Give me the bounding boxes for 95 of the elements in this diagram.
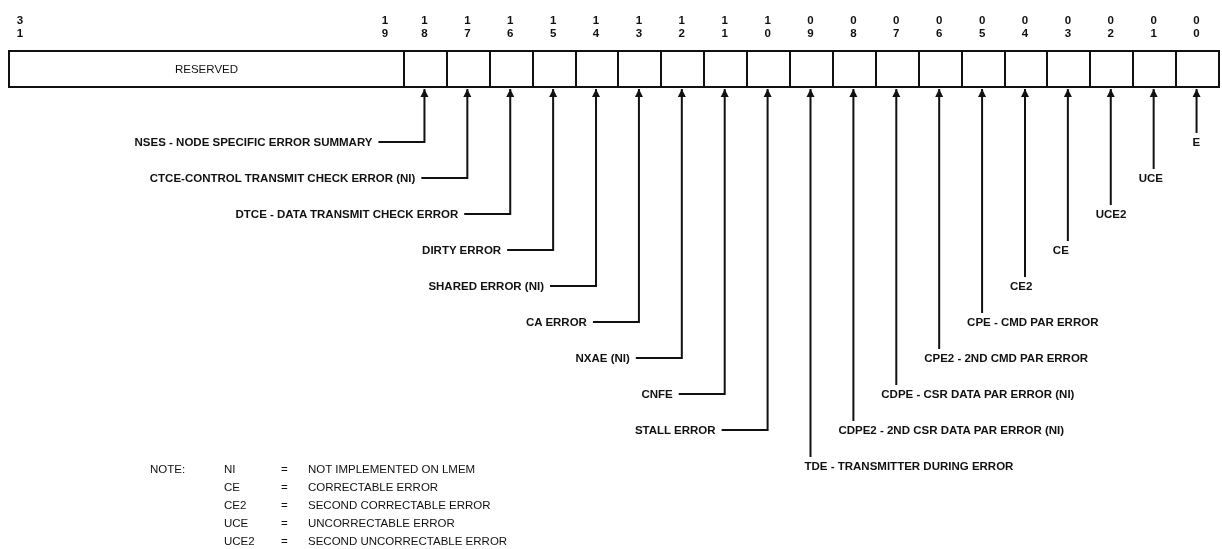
field-label: NSES - NODE SPECIFIC ERROR SUMMARY [134, 135, 373, 149]
field-label: CPE2 - 2ND CMD PAR ERROR [924, 351, 1089, 365]
field-label: CNFE [641, 387, 673, 401]
bit-number: 1 6 [506, 14, 515, 40]
field-label: NXAE (NI) [575, 351, 630, 365]
bit-cell [917, 50, 963, 88]
leader-line [506, 88, 558, 251]
bit-number: 0 5 [978, 14, 987, 40]
note-definition: SECOND CORRECTABLE ERROR [308, 498, 491, 512]
note-definition: UNCORRECTABLE ERROR [308, 516, 455, 530]
bit-number: 1 2 [677, 14, 686, 40]
bit-number: 0 2 [1106, 14, 1115, 40]
field-label: CPE - CMD PAR ERROR [967, 315, 1099, 329]
bit-cell [1089, 50, 1135, 88]
field-label: DTCE - DATA TRANSMIT CHECK ERROR [235, 207, 459, 221]
bit-cell [1132, 50, 1178, 88]
field-label: TDE - TRANSMITTER DURING ERROR [804, 459, 1014, 473]
bit-number: 1 8 [420, 14, 429, 40]
bit-cell [531, 50, 577, 88]
leader-line [892, 88, 901, 386]
bit-cell [617, 50, 663, 88]
leader-line [720, 88, 772, 431]
bit-number: 0 0 [1192, 14, 1201, 40]
bit-number: 0 9 [806, 14, 815, 40]
leader-line [634, 88, 686, 359]
bit-cell [831, 50, 877, 88]
bit-cell [445, 50, 491, 88]
abbreviation: NI [224, 462, 236, 476]
bit-cell [574, 50, 620, 88]
bit-number: 0 7 [892, 14, 901, 40]
equals-sign: = [281, 462, 288, 476]
bit-number: 1 1 [720, 14, 729, 40]
bit-number: 1 7 [463, 14, 472, 40]
note-definition: NOT IMPLEMENTED ON LMEM [308, 462, 476, 476]
field-label: CE [1052, 243, 1069, 257]
equals-sign: = [281, 516, 288, 530]
bit-number: 3 1 [16, 14, 24, 40]
field-label: E [1192, 135, 1201, 149]
field-label: CDPE - CSR DATA PAR ERROR (NI) [881, 387, 1075, 401]
leader-line [1106, 88, 1115, 206]
equals-sign: = [281, 498, 288, 512]
note-definition: CORRECTABLE ERROR [308, 480, 439, 494]
leader-line [849, 88, 858, 422]
bit-number: 1 9 [381, 14, 389, 40]
field-label: CA ERROR [526, 315, 587, 329]
bit-cell [1046, 50, 1092, 88]
abbreviation: UCE2 [224, 534, 255, 548]
bit-number: 1 3 [634, 14, 643, 40]
bit-cell [488, 50, 534, 88]
leader-line [806, 88, 815, 458]
bit-cell [746, 50, 792, 88]
bit-cell [703, 50, 749, 88]
leader-line [549, 88, 601, 287]
field-label: UCE [1138, 171, 1163, 185]
reserved-field: RESERVED [8, 50, 405, 88]
abbreviation: CE [224, 480, 240, 494]
bit-number: 0 4 [1020, 14, 1029, 40]
field-label: UCE2 [1095, 207, 1127, 221]
abbreviation: UCE [224, 516, 249, 530]
equals-sign: = [281, 480, 288, 494]
bit-cell [960, 50, 1006, 88]
bit-cell [1175, 50, 1220, 88]
leader-line [935, 88, 944, 350]
leader-line [463, 88, 515, 215]
bit-number: 0 1 [1149, 14, 1158, 40]
field-label: SHARED ERROR (NI) [428, 279, 545, 293]
note-heading: NOTE: [150, 462, 186, 476]
equals-sign: = [281, 534, 288, 548]
leader-line [377, 88, 429, 143]
bit-cell [874, 50, 920, 88]
bit-cell [403, 50, 448, 88]
abbreviation: CE2 [224, 498, 247, 512]
field-label: CE2 [1009, 279, 1033, 293]
bit-number: 0 8 [849, 14, 858, 40]
bit-cell [660, 50, 706, 88]
leader-line [1020, 88, 1029, 278]
leader-line [420, 88, 472, 179]
bit-cell [1003, 50, 1049, 88]
bit-number: 0 3 [1063, 14, 1072, 40]
field-label: DIRTY ERROR [422, 243, 502, 257]
bit-cell [789, 50, 834, 88]
leader-line [591, 88, 643, 323]
leader-line [978, 88, 987, 314]
leader-line [677, 88, 729, 395]
bit-number: 1 5 [549, 14, 558, 40]
field-label: CDPE2 - 2ND CSR DATA PAR ERROR (NI) [838, 423, 1065, 437]
leader-line [1149, 88, 1158, 170]
bit-number: 1 0 [763, 14, 772, 40]
leader-line [1192, 88, 1201, 134]
field-label: CTCE-CONTROL TRANSMIT CHECK ERROR (NI) [149, 171, 416, 185]
note-definition: SECOND UNCORRECTABLE ERROR [308, 534, 508, 548]
field-label: STALL ERROR [634, 423, 716, 437]
bit-number: 1 4 [592, 14, 600, 40]
leader-line [1063, 88, 1072, 242]
bit-number: 0 6 [935, 14, 944, 40]
